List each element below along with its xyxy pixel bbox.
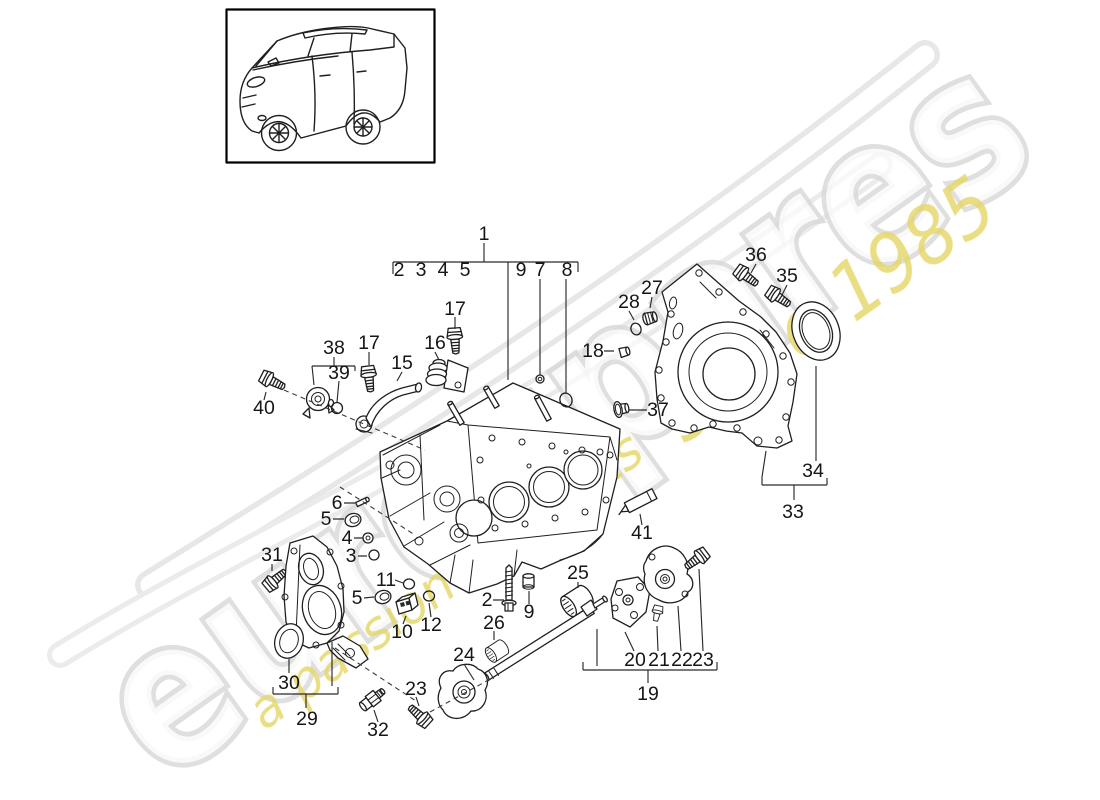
long-bolt-2 (501, 564, 517, 612)
o-ring-12 (422, 590, 436, 602)
callout-leader-lines (263, 243, 828, 723)
part-callout-39-10[interactable]: 39 (328, 362, 350, 384)
part-callout-35-16[interactable]: 35 (776, 265, 798, 287)
part-callout-34-21[interactable]: 34 (802, 460, 824, 482)
part-callout-37-20[interactable]: 37 (647, 399, 669, 421)
bolt-40 (257, 367, 289, 395)
part-callout-33-22[interactable]: 33 (782, 501, 804, 523)
rear-cover-bolt-holes (655, 269, 795, 446)
crankshaft-seal-30 (273, 623, 305, 659)
part-callout-18-19[interactable]: 18 (582, 340, 604, 362)
vehicle-thumbnail (225, 8, 436, 164)
part-callout-5-24[interactable]: 5 (321, 508, 332, 530)
part-callout-26-39[interactable]: 26 (483, 612, 505, 634)
cylinder-head-studs (447, 385, 552, 426)
part-callout-30-32[interactable]: 30 (278, 672, 300, 694)
part-callout-9-38[interactable]: 9 (524, 601, 535, 623)
o-ring-28 (630, 322, 642, 336)
front-cover-drawing (281, 535, 369, 669)
thermostat-housing-16 (425, 358, 469, 393)
assembly-axis-lines (283, 389, 495, 713)
plug-18 (618, 346, 631, 359)
cap-4 (362, 532, 374, 544)
block-front-face-detail (381, 424, 604, 594)
dowel-sleeve-9 (522, 573, 535, 590)
part-callout-7-6[interactable]: 7 (535, 259, 546, 281)
plug-27 (642, 311, 658, 326)
part-callout-21-43[interactable]: 21 (648, 649, 670, 671)
needle-bearing-26 (484, 639, 510, 663)
o-ring-39 (330, 401, 344, 415)
part-callout-11-28[interactable]: 11 (376, 569, 396, 591)
part-callout-4-3[interactable]: 4 (438, 259, 449, 281)
part-callout-27-17[interactable]: 27 (641, 277, 663, 299)
rear-cover-plate-drawing (654, 263, 798, 449)
part-callout-31-27[interactable]: 31 (261, 544, 283, 566)
o-ring-11 (402, 578, 416, 590)
part-callout-15-12[interactable]: 15 (391, 352, 413, 374)
part-callout-38-9[interactable]: 38 (323, 337, 345, 359)
washer-7 (535, 374, 545, 384)
oil-pump-shaft-19 (482, 595, 608, 682)
cup-plug-5a (344, 512, 362, 528)
part-callout-5-4[interactable]: 5 (460, 259, 471, 281)
part-callout-8-7[interactable]: 8 (562, 259, 573, 281)
part-callout-12-31[interactable]: 12 (420, 614, 442, 636)
watermark-brand: eurospares (51, 2, 1076, 800)
part-callout-32-34[interactable]: 32 (367, 719, 389, 741)
oil-pipe-15 (355, 382, 423, 434)
part-callout-28-18[interactable]: 28 (618, 291, 640, 313)
part-callout-25-40[interactable]: 25 (567, 562, 589, 584)
oil-pump-cover-24 (437, 663, 489, 720)
part-callout-23-35[interactable]: 23 (405, 678, 427, 700)
part-callout-6-23[interactable]: 6 (332, 492, 343, 514)
part-callout-1-0[interactable]: 1 (479, 223, 490, 245)
oil-pump-housing-22 (642, 545, 694, 604)
part-callout-3-26[interactable]: 3 (346, 545, 357, 567)
part-callout-3-2[interactable]: 3 (416, 259, 427, 281)
part-callout-16-13[interactable]: 16 (424, 332, 446, 354)
needle-bearing-25 (560, 584, 594, 618)
part-callout-29-33[interactable]: 29 (296, 708, 318, 730)
valve-cube-10 (395, 592, 419, 615)
oil-pump-plate-20 (610, 576, 651, 628)
bolt-17-left (359, 364, 380, 394)
part-callout-20-42[interactable]: 20 (624, 649, 646, 671)
part-callout-24-36[interactable]: 24 (453, 644, 475, 666)
vehicle-thumbnail-border (225, 8, 436, 164)
part-callout-40-11[interactable]: 40 (253, 397, 275, 419)
pin-6 (354, 496, 370, 508)
part-callout-23-45[interactable]: 23 (692, 649, 714, 671)
part-callout-2-1[interactable]: 2 (394, 259, 405, 281)
part-callout-10-30[interactable]: 10 (391, 621, 413, 643)
part-callout-41-41[interactable]: 41 (631, 522, 653, 544)
part-callout-22-44[interactable]: 22 (671, 649, 693, 671)
crankshaft-seal-34 (791, 301, 841, 361)
part-callout-19-46[interactable]: 19 (637, 683, 659, 705)
part-callout-5-29[interactable]: 5 (352, 587, 363, 609)
part-callout-17-8[interactable]: 17 (358, 332, 380, 354)
part-callout-9-5[interactable]: 9 (516, 259, 527, 281)
engine-block-drawing (379, 382, 621, 594)
plug-37 (613, 400, 630, 419)
part-callout-17-14[interactable]: 17 (444, 298, 466, 320)
part-callout-2-37[interactable]: 2 (482, 589, 493, 611)
o-ring-8 (559, 392, 573, 408)
porsche-cayenne-line-art-icon (239, 25, 408, 152)
screw-21 (651, 604, 664, 622)
deck-bolt-holes (476, 434, 614, 532)
part-callout-4-25[interactable]: 4 (342, 527, 353, 549)
sealant-tube-41 (618, 488, 658, 516)
coolant-pipe-fitting-38 (302, 386, 335, 419)
o-ring-3 (368, 549, 380, 561)
watermark-brand-text: eurospares (56, 7, 1071, 800)
cup-plug-5b (374, 589, 392, 605)
part-callout-36-15[interactable]: 36 (745, 244, 767, 266)
oil-sensor-32 (358, 688, 386, 712)
